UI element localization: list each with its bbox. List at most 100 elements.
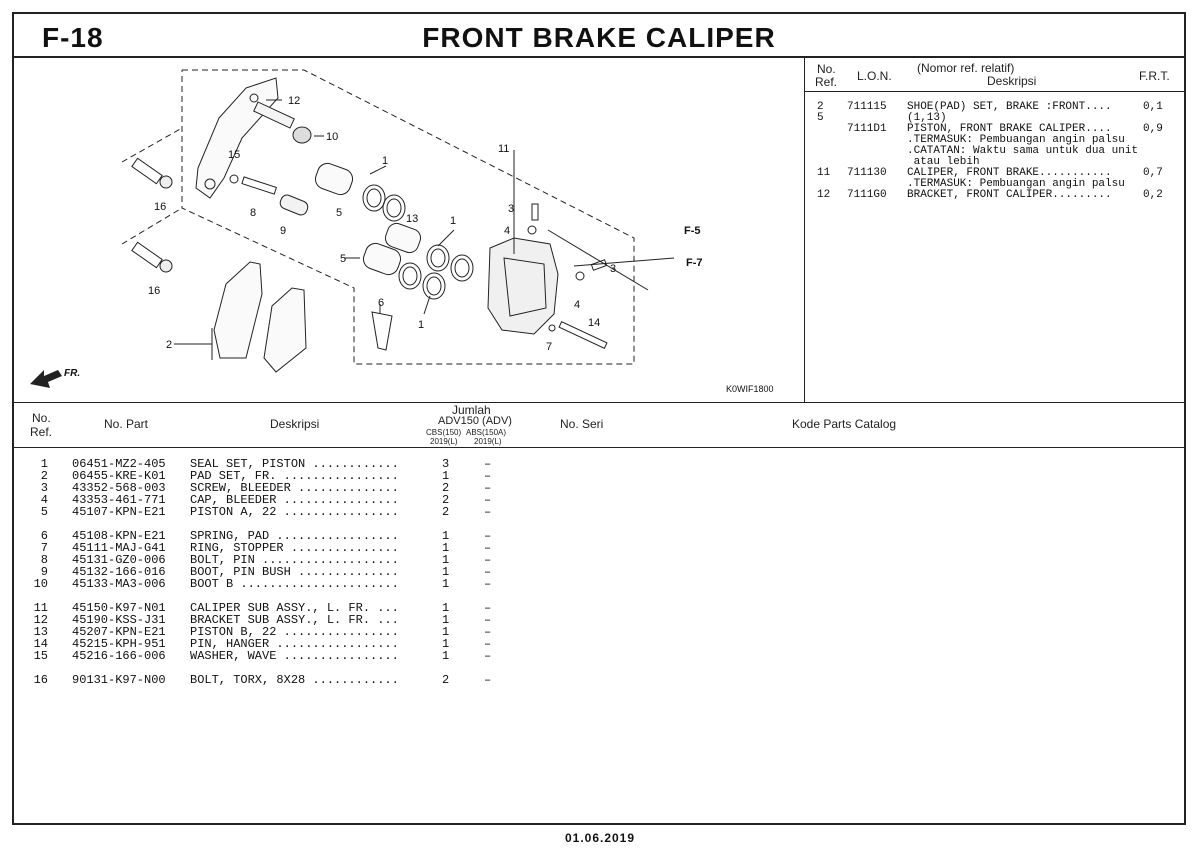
part-q2: – — [484, 565, 492, 579]
lon-lon: 7111G0 — [847, 189, 887, 201]
assembly-boundary — [181, 69, 635, 365]
part-part: 45132-166-016 — [72, 565, 166, 579]
part-part: 06451-MZ2-405 — [72, 457, 166, 471]
lon-desc: .TERMASUK: Pembuangan angin palsu — [907, 134, 1125, 146]
part-q1: 1 — [442, 553, 450, 567]
part-desc: PIN, HANGER ................. — [190, 637, 399, 651]
part-part: 45216-166-006 — [72, 649, 166, 663]
part-ref: 8 — [40, 553, 48, 567]
callout-6: 6 — [378, 297, 384, 309]
part-desc: BOLT, PIN ................... — [190, 553, 399, 567]
callout-14: 14 — [588, 317, 600, 329]
parts-hdr-col2: ABS(150A) — [466, 428, 507, 437]
lon-ref: 11 — [817, 167, 831, 179]
callout-1: 1 — [382, 155, 388, 167]
part-q2: – — [484, 457, 492, 471]
lon-frt: 0,2 — [1143, 189, 1163, 201]
part-q2: – — [484, 625, 492, 639]
parts-hdr-year1: 2019(L) — [430, 437, 458, 446]
page-header: F-18 FRONT BRAKE CALIPER — [12, 12, 1186, 58]
part-part: 43353-461-771 — [72, 493, 166, 507]
callout-5b: 5 — [340, 253, 346, 265]
part-desc: CAP, BLEEDER ................ — [190, 493, 399, 507]
part-q1: 1 — [442, 649, 450, 663]
part-ref: 11 — [33, 601, 48, 615]
part-desc: PISTON B, 22 ................ — [190, 625, 399, 639]
section-code: F-18 — [42, 22, 104, 53]
parts-hdr-part: No. Part — [104, 417, 149, 431]
part-ref: 13 — [33, 625, 48, 639]
part-desc: BOLT, TORX, 8X28 ............ — [190, 673, 399, 687]
part-ref: 9 — [40, 565, 48, 579]
parts-table-header: No. Ref. No. Part Deskripsi Jumlah ADV15… — [12, 402, 1186, 448]
part-q2: – — [484, 637, 492, 651]
part-q1: 1 — [442, 625, 450, 639]
fr-arrow-icon — [30, 370, 62, 388]
lon-hdr-lon: L.O.N. — [857, 69, 892, 83]
parts-hdr-seri: No. Seri — [560, 417, 604, 431]
lon-desc: SHOE(PAD) SET, BRAKE :FRONT.... — [907, 101, 1112, 113]
parts-hdr-year2: 2019(L) — [474, 437, 502, 446]
part-desc: SEAL SET, PISTON ............ — [190, 457, 399, 471]
part-desc: PAD SET, FR. ................ — [190, 469, 399, 483]
part-q2: – — [484, 505, 492, 519]
part-part: 45108-KPN-E21 — [72, 529, 166, 543]
part-part: 45111-MAJ-G41 — [72, 541, 166, 555]
lon-ref: 5 — [817, 112, 824, 124]
lon-desc: .TERMASUK: Pembuangan angin palsu — [907, 178, 1125, 190]
part-q2: – — [484, 601, 492, 615]
callout-7: 7 — [546, 341, 552, 353]
callout-13: 13 — [406, 213, 418, 225]
part-q1: 2 — [442, 505, 450, 519]
callout-F-5: F-5 — [684, 225, 701, 237]
lon-desc: BRACKET, FRONT CALIPER......... — [907, 189, 1112, 201]
parts-hdr-catalog: Kode Parts Catalog — [792, 417, 897, 431]
part-ref: 16 — [33, 673, 48, 687]
part-q2: – — [484, 613, 492, 627]
part-q2: – — [484, 577, 492, 591]
lon-lon: 7111D1 — [847, 123, 887, 135]
lon-desc: CALIPER, FRONT BRAKE........... — [907, 167, 1112, 179]
parts-hdr-ref: Ref. — [30, 425, 53, 439]
callout-1b: 1 — [450, 215, 456, 227]
callout-5: 5 — [336, 207, 342, 219]
bolt-16-bottom — [131, 241, 173, 273]
part-q1: 1 — [442, 541, 450, 555]
part-q2: – — [484, 493, 492, 507]
lon-ref: 12 — [817, 189, 831, 201]
lon-hdr-desc-top: (Nomor ref. relatif) — [917, 61, 1015, 75]
callout-1c: 1 — [418, 319, 424, 331]
page-title: FRONT BRAKE CALIPER — [422, 22, 776, 53]
lon-frt: 0,7 — [1143, 167, 1163, 179]
parts-hdr-no: No. — [32, 411, 51, 425]
part-ref: 2 — [40, 469, 48, 483]
diagram-image-id: K0WIF1800 — [726, 384, 774, 394]
lon-hdr-rule — [805, 91, 1185, 92]
part-ref: 7 — [40, 541, 48, 555]
part-q1: 1 — [442, 565, 450, 579]
part-ref: 6 — [40, 529, 48, 543]
part-q2: – — [484, 649, 492, 663]
callout-11: 11 — [498, 143, 509, 155]
part-part: 45150-K97-N01 — [72, 601, 166, 615]
callout-4: 4 — [504, 225, 510, 237]
part-ref: 12 — [33, 613, 48, 627]
part-q1: 3 — [442, 457, 450, 471]
callout-10: 10 — [326, 131, 338, 143]
fr-label: FR. — [64, 368, 80, 379]
parts-hdr-jumlah: Jumlah — [452, 403, 491, 417]
part-desc: BOOT B ...................... — [190, 577, 399, 591]
lon-lon: 711115 — [847, 101, 887, 113]
callout-3: 3 — [508, 203, 514, 215]
part-desc: SPRING, PAD ................. — [190, 529, 399, 543]
lon-hdr-ref: Ref. — [815, 75, 838, 89]
caliper-body — [487, 237, 559, 335]
part-desc: SCREW, BLEEDER .............. — [190, 481, 399, 495]
callout-4b: 4 — [574, 299, 580, 311]
